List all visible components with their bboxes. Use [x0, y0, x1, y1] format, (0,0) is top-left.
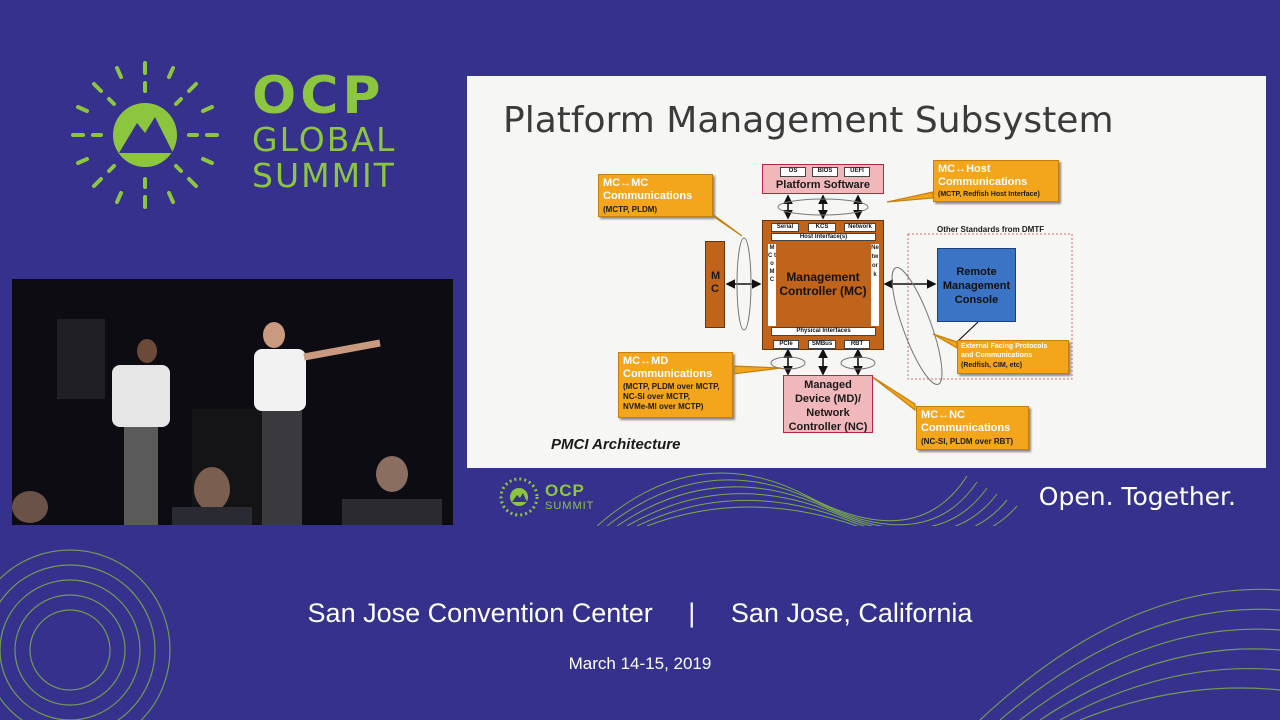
tag-pcie: PCIe — [773, 340, 799, 349]
footer-wave-graphic — [499, 472, 1018, 526]
venue-city: San Jose, California — [730, 598, 973, 628]
callout-external-title2: and Communications — [961, 352, 1033, 359]
md-line1: Managed — [804, 379, 852, 391]
callout-mc-nc: MC↔NC Communications (NC-SI, PLDM over R… — [916, 406, 1029, 450]
pmci-diagram-connectors — [706, 191, 1073, 412]
callout-mc-host-title2: Communications — [938, 176, 1028, 188]
tag-network: Network — [844, 223, 876, 232]
callout-mc-nc-sub: (NC-SI, PLDM over RBT) — [921, 437, 1013, 446]
md-line3: Network — [806, 407, 850, 419]
event-date: March 14-15, 2019 — [568, 654, 712, 673]
slide-title: Platform Management Subsystem — [503, 100, 1114, 141]
callout-mc-md-title2: Communications — [623, 368, 713, 380]
callout-mc-md: MC↔MD Communications (MCTP, PLDM over MC… — [618, 352, 733, 418]
md-line2: Device (MD)/ — [794, 393, 862, 405]
ocp-logo-icon — [71, 61, 219, 209]
tag-kcs: KCS — [808, 223, 836, 232]
callout-external-sub: (Redfish, CIM, etc) — [961, 362, 1023, 369]
mc-label-line2: Controller (MC) — [779, 284, 867, 298]
slide-footer: OCP SUMMIT Open. Together. — [467, 468, 1266, 526]
remote-management-console-box: Remote Management Console — [937, 248, 1016, 322]
callout-mc-md-sub3: NVMe-MI over MCTP) — [623, 402, 704, 411]
mc-label-line1: Management — [786, 270, 860, 284]
callout-mc-nc-title1: MC↔NC — [921, 409, 965, 421]
callout-mc-nc-title2: Communications — [921, 422, 1011, 434]
callout-mc-md-title1: MC↔MD — [623, 355, 669, 367]
presentation-slide: Platform Management Subsystem — [467, 76, 1266, 526]
logo-ocp-text: OCP — [252, 66, 385, 126]
callout-mc-mc-sub: (MCTP, PLDM) — [603, 205, 658, 214]
managed-device-box: Managed Device (MD)/ Network Controller … — [783, 375, 873, 433]
mc-left-box: MC — [705, 241, 725, 328]
physical-interfaces-label: Physical Interfaces — [771, 327, 876, 336]
management-controller-label: Management Controller (MC) — [777, 270, 869, 298]
footer-summit-text: SUMMIT — [545, 500, 595, 512]
other-standards-label: Other Standards from DMTF — [937, 225, 1045, 234]
logo-summit-text: SUMMIT — [252, 156, 396, 195]
tag-smbus: SMBus — [808, 340, 836, 349]
ocp-global-summit-wordmark: OCP GLOBAL SUMMIT — [252, 70, 396, 194]
tag-serial: Serial — [771, 223, 799, 232]
md-line4: Controller (NC) — [788, 421, 868, 433]
tag-rbt: RBT — [844, 340, 870, 349]
rmc-line2: Management — [942, 280, 1011, 292]
tag-os: OS — [780, 167, 806, 177]
logo-global-text: GLOBAL — [252, 120, 397, 159]
callout-mc-host-title1: MC↔Host — [938, 163, 991, 175]
network-vertical-label: Network — [871, 244, 879, 326]
venue-name: San Jose Convention Center — [307, 598, 653, 628]
host-interface-label: Host Interface(s) — [771, 233, 876, 241]
footer-tagline: Open. Together. — [1038, 482, 1236, 511]
mc-left-label: MC — [711, 270, 721, 295]
callout-external-protocols: External Facing Protocols and Communicat… — [957, 340, 1069, 374]
rmc-line1: Remote — [956, 266, 997, 278]
callout-external-title1: External Facing Protocols — [961, 343, 1048, 350]
rmc-line3: Console — [954, 294, 999, 306]
venue-line: San Jose Convention Center | San Jose, C… — [0, 598, 1280, 629]
callout-mc-mc-title2: Communications — [603, 190, 693, 202]
callout-mc-mc: MC↔MC Communications (MCTP, PLDM) — [598, 174, 713, 217]
callout-mc-host-sub: (MCTP, Redfish Host Interface) — [938, 191, 1040, 198]
platform-software-label: Platform Software — [775, 179, 871, 191]
callout-mc-md-sub2: NC-SI over MCTP, — [623, 392, 690, 401]
pmci-architecture-caption: PMCI Architecture — [551, 436, 681, 453]
footer-ocp-text: OCP — [545, 481, 585, 500]
callout-mc-mc-title1: MC↔MC — [603, 177, 649, 189]
venue-separator: | — [688, 598, 696, 628]
mc-to-mc-vertical-label: MC to MC — [768, 244, 776, 326]
callout-mc-md-sub1: (MCTP, PLDM over MCTP, — [623, 382, 720, 391]
callout-mc-host: MC↔Host Communications (MCTP, Redfish Ho… — [933, 160, 1059, 202]
speaker-video-feed — [12, 279, 453, 525]
stage-scene-graphic — [12, 279, 453, 525]
tag-uefi: UEFI — [844, 167, 870, 177]
tag-bios: BIOS — [812, 167, 838, 177]
